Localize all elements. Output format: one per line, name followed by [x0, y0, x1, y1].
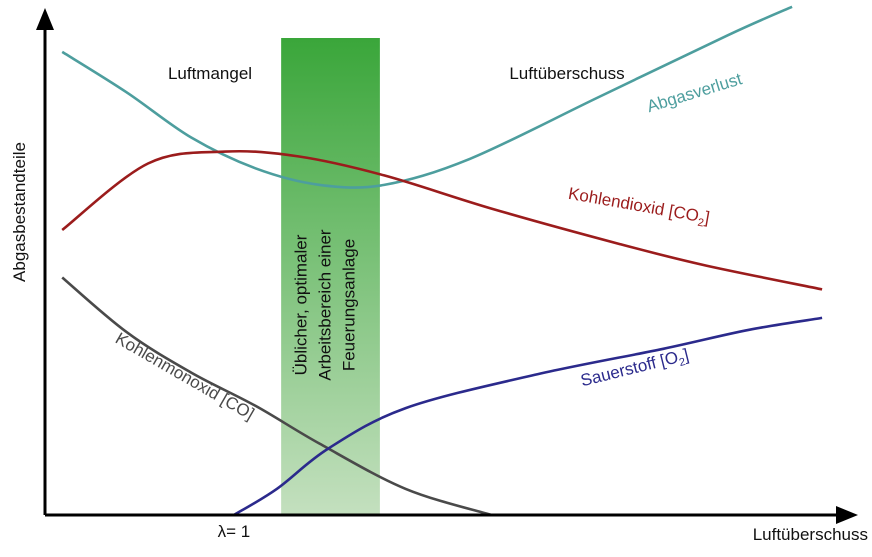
band-label-line: Arbeitsbereich einer — [316, 229, 335, 381]
series-label-sauerstoff: Sauerstoff [O2] — [579, 345, 692, 393]
x-axis-arrow — [836, 506, 858, 524]
x-axis-title: Luftüberschuss — [753, 525, 868, 544]
series-layer — [61, 5, 823, 517]
optimal-range-band — [281, 38, 380, 515]
series-label-abgasverlust: Abgasverlust — [645, 69, 745, 116]
series-line-kohlenmonoxid — [61, 276, 492, 517]
series-label-kohlenmonoxid: Kohlenmonoxid [CO] — [112, 329, 257, 424]
region-label-luftueberschuss: Luftüberschuss — [509, 64, 624, 83]
band-label-line: Üblicher, optimaler — [292, 234, 311, 375]
series-line-kohlendioxid — [61, 149, 823, 291]
series-line-sauerstoff — [233, 316, 823, 517]
region-label-luftmangel: Luftmangel — [168, 64, 252, 83]
optimal-range-label: Üblicher, optimaler Arbeitsbereich einer F… — [292, 229, 359, 381]
x-tick-label: λ= 1 — [218, 522, 251, 541]
series-label-kohlendioxid: Kohlendioxid [CO2] — [566, 184, 711, 231]
y-axis-title: Abgasbestandteile — [10, 142, 29, 282]
y-axis-arrow — [36, 8, 54, 30]
series-line-abgasverlust — [61, 5, 793, 189]
band-label-line: Feuerungsanlage — [340, 239, 359, 371]
